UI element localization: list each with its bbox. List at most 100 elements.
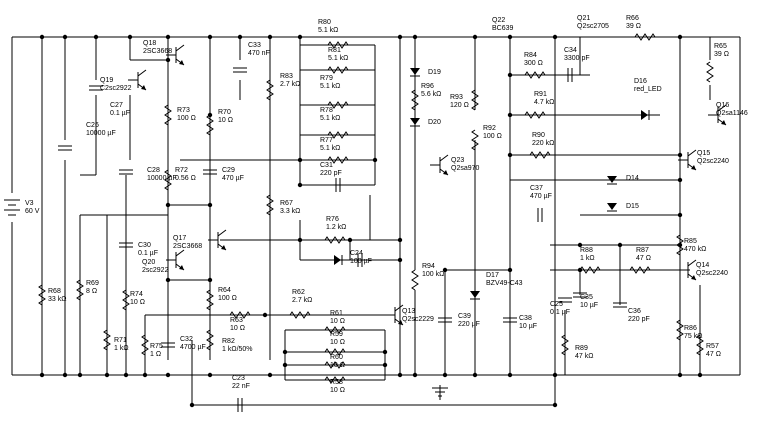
- ref-designator: R84: [524, 52, 537, 59]
- ref-designator: R93: [450, 94, 463, 101]
- ref-designator: D17: [486, 272, 499, 279]
- junction-dot: [677, 152, 683, 158]
- junction-dot: [507, 267, 513, 273]
- component-value: C2sc2922: [100, 85, 132, 92]
- r64-symbol: [206, 289, 214, 311]
- r75-symbol: [141, 334, 149, 356]
- component-value: Q2sa970: [451, 165, 480, 172]
- component-value: 10 Ω: [330, 318, 345, 325]
- component-value: 2.7 kΩ: [280, 81, 300, 88]
- d17-symbol: [470, 291, 480, 300]
- ref-designator: R57: [706, 343, 719, 350]
- r70-symbol: [206, 114, 214, 136]
- ref-designator: C23: [232, 375, 245, 382]
- q20-symbol: [166, 249, 185, 271]
- junction-dot: [282, 362, 288, 368]
- junction-dot: [77, 372, 83, 378]
- c30-symbol: [119, 242, 133, 248]
- c26-symbol: [58, 145, 72, 151]
- ref-designator: D19: [428, 69, 441, 76]
- ref-designator: R74: [130, 291, 143, 298]
- c24-symbol: [357, 253, 363, 267]
- ref-designator: C30: [138, 242, 151, 249]
- ref-designator: C29: [222, 167, 235, 174]
- ref-designator: Q16: [716, 102, 729, 109]
- component-value: 10 Ω: [330, 387, 345, 394]
- ref-designator: R91: [534, 91, 547, 98]
- component-value: 10 µF: [519, 323, 537, 330]
- junction-dot: [123, 372, 129, 378]
- r80-symbol: [327, 41, 349, 49]
- junction-dot: [472, 34, 478, 40]
- component-value: 5.1 kΩ: [320, 145, 340, 152]
- component-value: 100 µF: [350, 258, 372, 265]
- d16-symbol: [641, 110, 650, 120]
- ref-designator: C34: [564, 47, 577, 54]
- ref-designator: C31: [320, 162, 333, 169]
- component-value: 100 Ω: [177, 115, 196, 122]
- ref-designator: R94: [422, 263, 435, 270]
- component-value: 10 Ω: [130, 299, 145, 306]
- ref-designator: C32: [180, 336, 193, 343]
- junction-dot: [207, 277, 213, 283]
- ref-designator: D15: [626, 203, 639, 210]
- component-value: Q2sc2240: [696, 270, 728, 277]
- r96-symbol: [411, 89, 419, 111]
- junction-dot: [697, 372, 703, 378]
- junction-dot: [577, 242, 583, 248]
- c33-symbol: [233, 67, 247, 73]
- r74-symbol: [122, 289, 130, 311]
- junction-dot: [165, 34, 171, 40]
- component-value: 0.1 µF: [138, 250, 158, 257]
- d14-symbol: [607, 176, 617, 185]
- junction-dot: [297, 34, 303, 40]
- junction-dot: [282, 349, 288, 355]
- label-d19: D19: [428, 69, 441, 76]
- c38-symbol: [503, 317, 517, 323]
- ref-designator: R79: [320, 75, 333, 82]
- r63-symbol: [229, 311, 251, 319]
- junction-dot: [507, 34, 513, 40]
- junction-dot: [189, 402, 195, 408]
- ref-designator: Q19: [100, 77, 113, 84]
- junction-dot: [472, 372, 478, 378]
- ref-designator: R75: [150, 343, 163, 350]
- ref-designator: R68: [48, 288, 61, 295]
- ref-designator: R76: [326, 216, 339, 223]
- q15-symbol: [678, 149, 697, 171]
- component-value: 10 µF: [580, 302, 598, 309]
- component-value: 10 Ω: [230, 325, 245, 332]
- r73-symbol: [164, 104, 172, 126]
- component-value: 220 pF: [320, 170, 342, 177]
- c27-symbol: [89, 85, 103, 91]
- r91-symbol: [524, 111, 546, 119]
- ref-designator: C24: [350, 250, 363, 257]
- r87-symbol: [629, 266, 651, 274]
- component-value: 0.1 µF: [110, 110, 130, 117]
- r78-symbol: [327, 131, 349, 139]
- junction-dot: [39, 372, 45, 378]
- component-value: 470 nF: [248, 50, 270, 57]
- junction-dot: [507, 112, 513, 118]
- component-value: BC639: [492, 25, 514, 32]
- label-d20: D20: [428, 119, 441, 126]
- ref-designator: R80: [318, 19, 331, 26]
- junction-dot: [617, 242, 623, 248]
- q18-symbol: [166, 44, 185, 66]
